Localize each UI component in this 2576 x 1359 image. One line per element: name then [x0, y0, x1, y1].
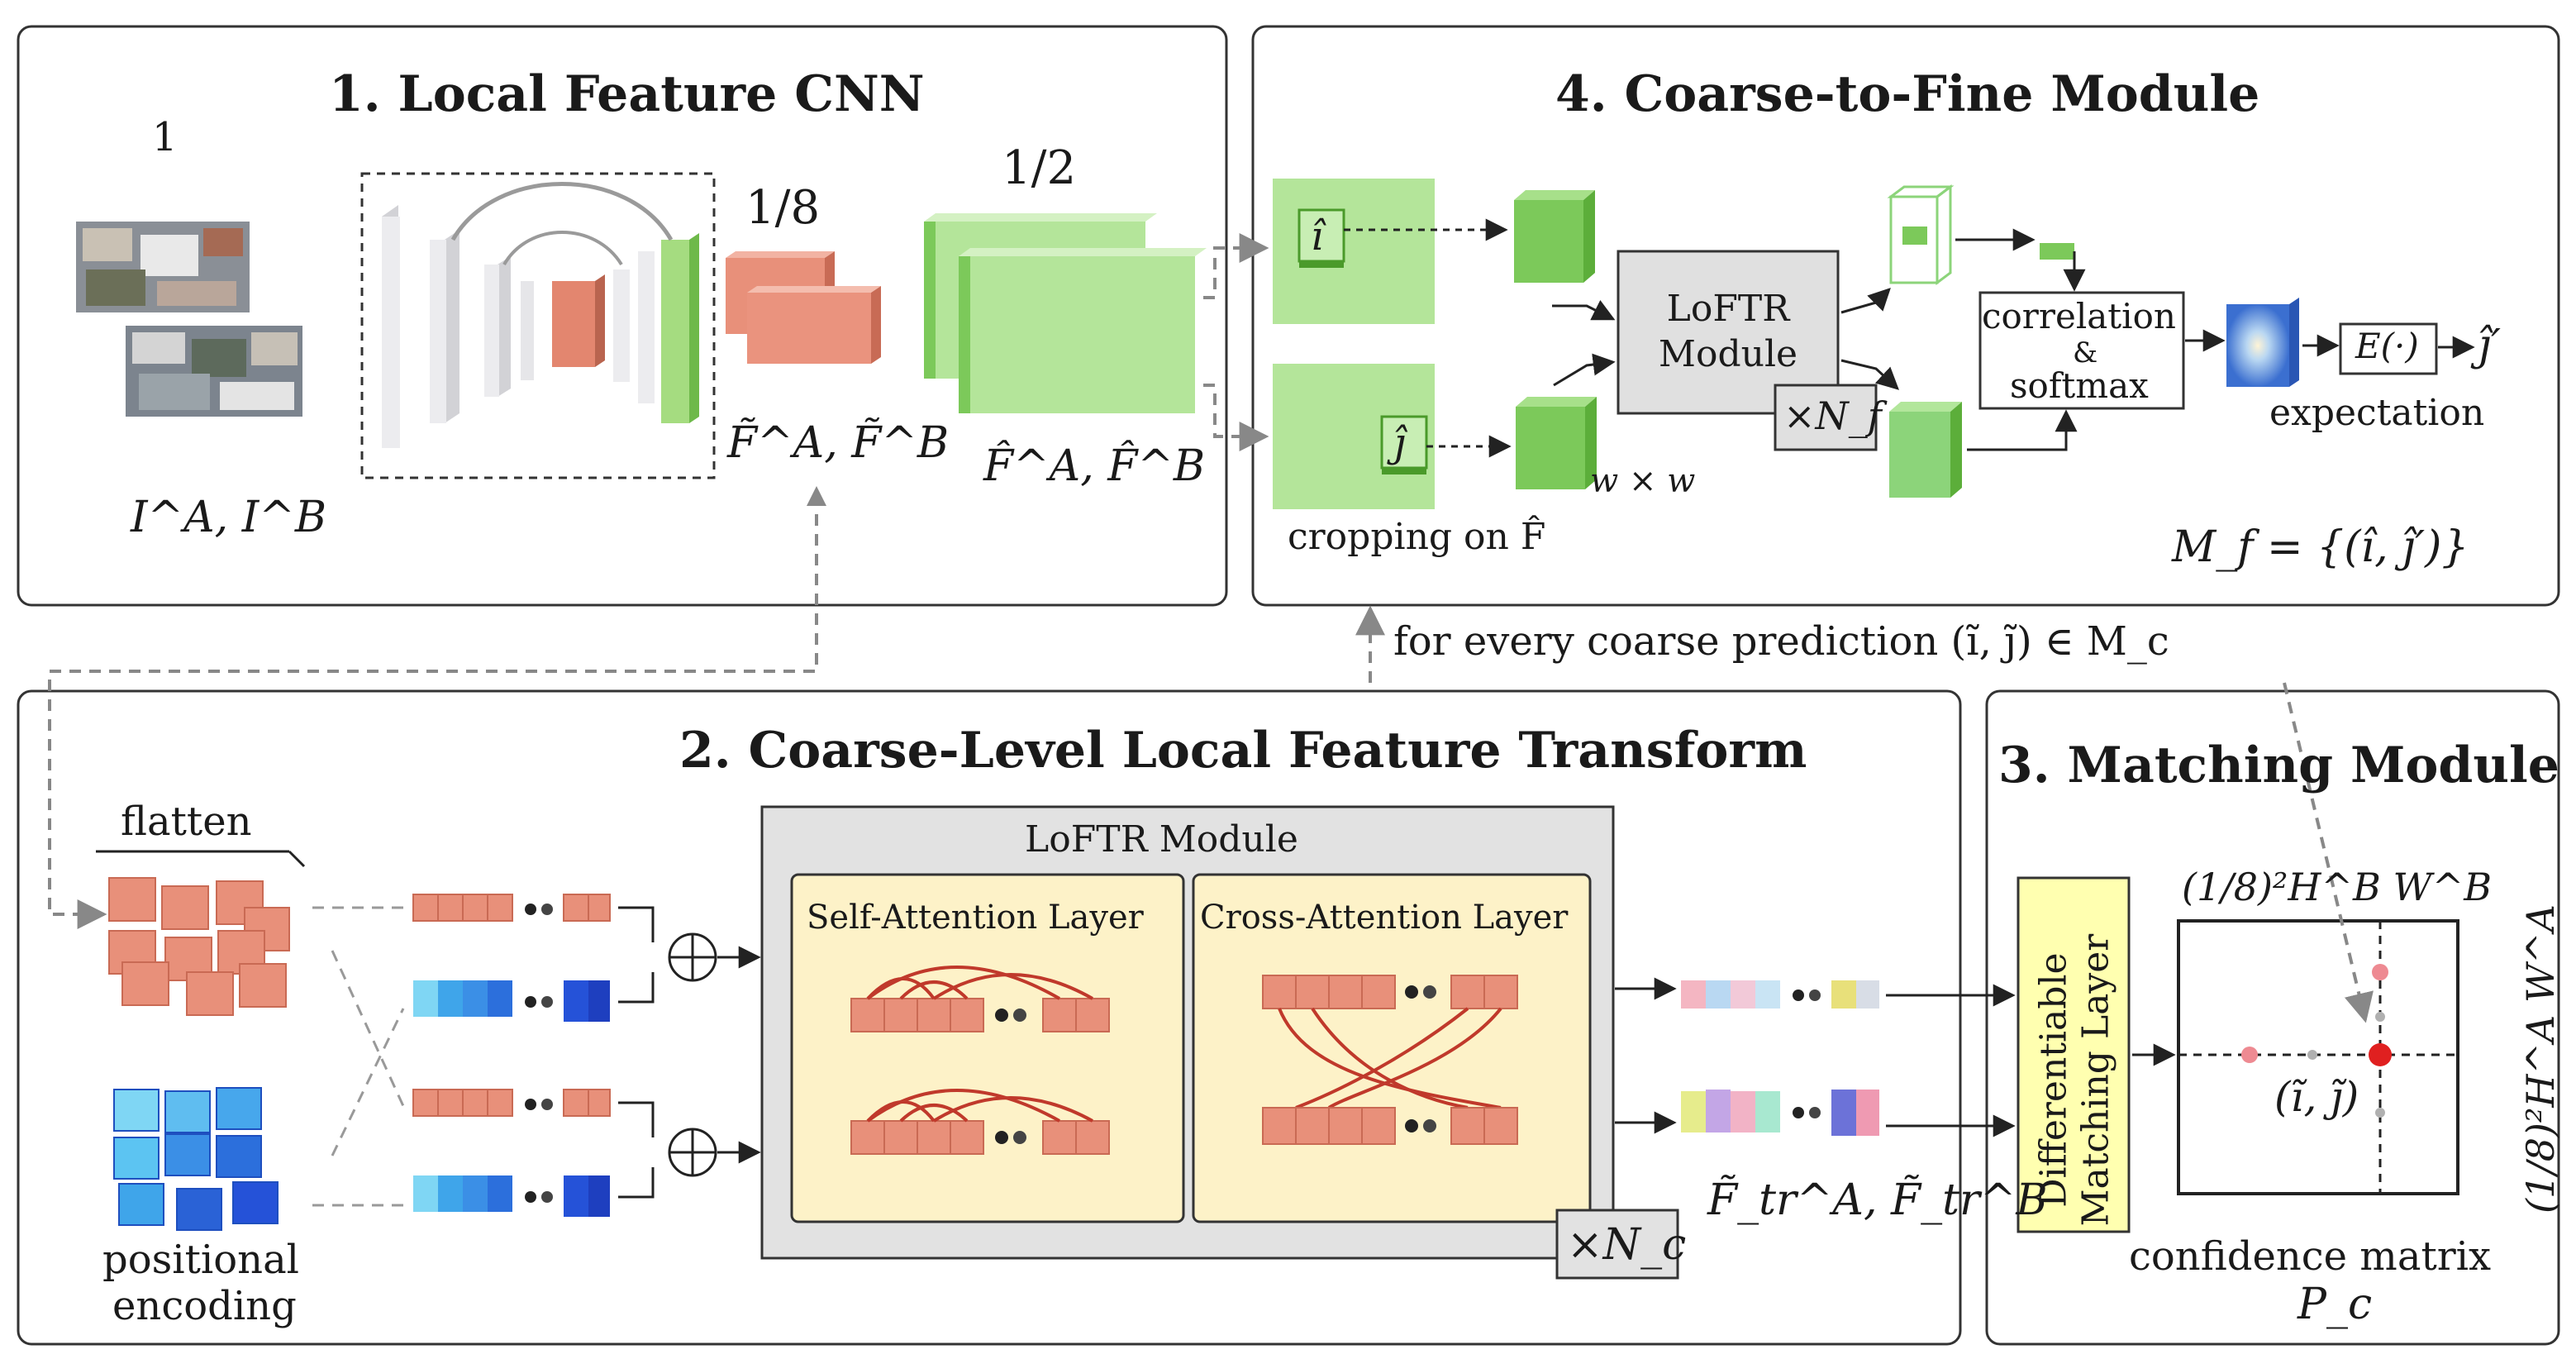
token-row-feat-b	[412, 1089, 611, 1117]
unet-backbone-icon	[382, 182, 699, 448]
output-tokens-b	[1681, 1090, 1879, 1136]
expectation-fn-box	[2339, 322, 2438, 375]
match-point-gray-top	[2375, 1012, 2385, 1022]
panel-coarse-to-fine	[1251, 25, 2560, 607]
match-point-red-selected	[2369, 1043, 2392, 1066]
self-attention-box	[790, 873, 1185, 1223]
match-point-gray-bottom	[2375, 1108, 2385, 1118]
upward-arrowhead-coarse	[807, 486, 826, 506]
crop-patch-j	[1380, 415, 1428, 474]
self-attention-tokens-bottom	[850, 1120, 1110, 1155]
match-point-gray-left	[2307, 1050, 2317, 1060]
cross-attention-tokens-top	[1262, 975, 1518, 1009]
match-point-pink-left	[2241, 1047, 2258, 1063]
add-operator-a	[668, 932, 717, 982]
crossing-dashed-lines	[312, 906, 405, 1207]
crop-patch-i	[1298, 208, 1345, 268]
input-image-a	[76, 222, 250, 312]
output-tokens-a	[1681, 980, 1879, 1009]
self-attention-tokens-top	[850, 998, 1110, 1032]
cross-attention-tokens-bottom	[1262, 1107, 1518, 1145]
add-operator-b	[668, 1128, 717, 1177]
token-row-feat-a	[412, 894, 611, 922]
cropped-window-b	[1516, 397, 1597, 489]
correlation-softmax-box	[1978, 291, 2185, 410]
times-nf-box	[1774, 384, 1878, 451]
self-attention-arcs-top	[866, 966, 1093, 1000]
panel-matching-module	[1985, 689, 2560, 1346]
fine-output-a-wireframe	[1887, 184, 1955, 285]
fine-feature-maps-block	[924, 213, 1207, 413]
correlation-vector-icon	[2040, 243, 2074, 260]
coarse-feature-maps-block	[726, 251, 881, 364]
sum-connectors	[618, 906, 655, 1199]
gray-dashed-flow	[48, 233, 2374, 1023]
input-image-b	[126, 326, 302, 417]
crop-source-a	[1273, 179, 1435, 324]
cnn-backbone-box	[360, 172, 716, 479]
self-attention-arcs-bottom	[866, 1089, 1093, 1123]
times-nc-box	[1555, 1209, 1679, 1280]
coarse-feature-grid-icon	[108, 877, 290, 1016]
confidence-matrix-box	[2177, 919, 2459, 1195]
token-row-pos-a	[413, 980, 610, 1022]
cross-attention-box	[1192, 873, 1592, 1223]
cropped-window-a	[1514, 190, 1595, 283]
flow-arrows	[717, 218, 2475, 1164]
panel-local-feature-cnn	[17, 25, 1228, 607]
cross-attention-links	[1278, 1007, 1502, 1109]
fine-output-b	[1889, 402, 1962, 498]
panel-coarse-level-transform	[17, 689, 1962, 1346]
flatten-bracket	[96, 850, 306, 868]
differentiable-matching-layer-box	[2017, 876, 2131, 1233]
match-point-pink-top	[2372, 964, 2388, 980]
heatmap-icon	[2226, 298, 2299, 387]
token-row-pos-b	[413, 1175, 610, 1217]
positional-encoding-grid-icon	[113, 1087, 279, 1231]
